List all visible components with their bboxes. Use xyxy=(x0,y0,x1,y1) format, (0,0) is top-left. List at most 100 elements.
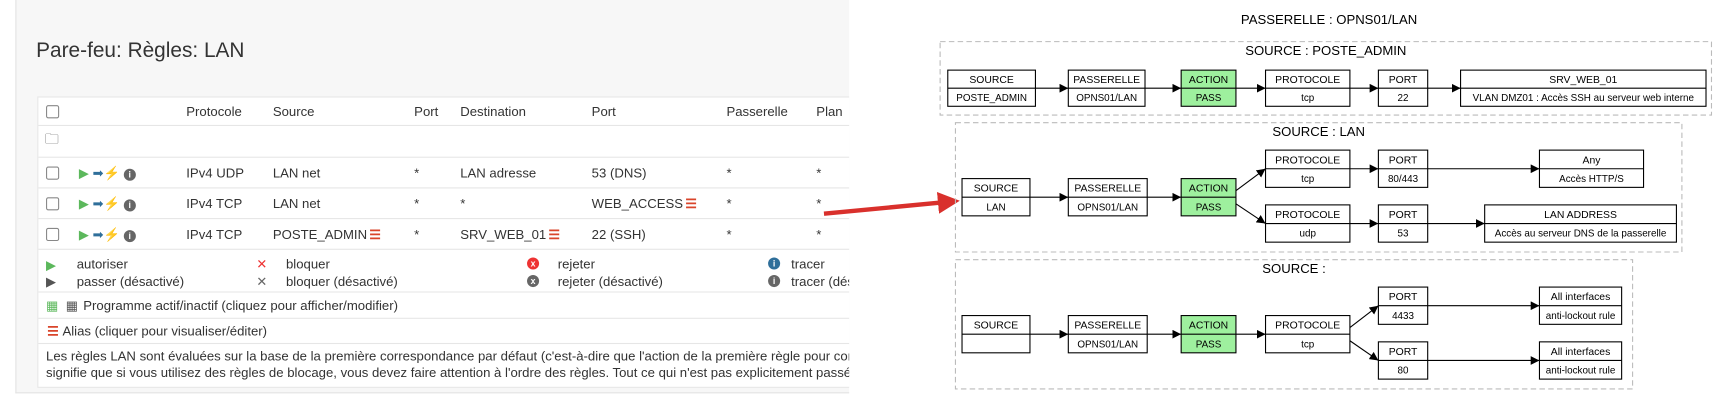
node-header: PROTOCOLE xyxy=(1275,321,1340,332)
header-protocol[interactable]: Protocole xyxy=(186,103,242,119)
calendar-active-icon: ▦ xyxy=(46,297,59,313)
alias-icon[interactable]: ☰ xyxy=(369,226,382,242)
legend-reject-disabled: rejeter (désactivé) xyxy=(557,273,663,290)
log-icon[interactable]: i xyxy=(123,229,136,242)
node-header: ACTION xyxy=(1189,321,1228,332)
node-header: PORT xyxy=(1389,292,1418,303)
header-dest-port[interactable]: Port xyxy=(591,103,616,119)
cell-schedule: * xyxy=(816,226,822,242)
header-destination[interactable]: Destination xyxy=(460,103,526,119)
legend-schedule: Programme actif/inactif (cliquez pour af… xyxy=(83,297,398,313)
cell-gateway: * xyxy=(726,164,732,181)
alias-icon[interactable]: ☰ xyxy=(548,226,561,242)
node-value: OPNS01/LAN xyxy=(1077,339,1138,350)
node-value: PASS xyxy=(1196,339,1222,350)
legend-log: tracer xyxy=(791,256,825,272)
node-value: OPNS01/LAN xyxy=(1077,202,1138,213)
node-header: PROTOCOLE xyxy=(1275,75,1340,86)
row-checkbox[interactable] xyxy=(46,165,60,180)
cell-destination: * xyxy=(460,195,466,211)
cell-dest-port: 22 (SSH) xyxy=(591,226,646,242)
red-arrow-icon xyxy=(823,191,960,216)
row-checkbox[interactable] xyxy=(46,227,60,241)
group-box xyxy=(939,41,1713,116)
cell-protocol: IPv4 UDP xyxy=(186,164,244,181)
flow-edge xyxy=(1349,305,1379,329)
header-gateway[interactable]: Passerelle xyxy=(726,103,788,119)
legend-block-disabled: bloquer (désactivé) xyxy=(285,273,398,290)
legend-pass-disabled: passer (désactivé) xyxy=(76,273,185,290)
cell-source: POSTE_ADMIN☰ xyxy=(272,226,382,242)
header-schedule[interactable]: Plan xyxy=(816,103,843,119)
node-header: ACTION xyxy=(1189,75,1228,86)
node-header: SOURCE xyxy=(974,184,1019,195)
group-box xyxy=(954,122,1683,253)
node-header: PORT xyxy=(1389,155,1418,166)
group-label: SOURCE : LAN xyxy=(1272,124,1365,139)
node-header: SOURCE xyxy=(974,321,1019,332)
alias-legend-row: ☰ Alias (cliquer pour visualiser/éditer) xyxy=(38,319,850,345)
cell-schedule: * xyxy=(816,195,822,211)
calendar-inactive-icon: ▦ xyxy=(65,297,79,313)
node-header: PROTOCOLE xyxy=(1275,210,1340,221)
folder-icon[interactable]: 🗀 xyxy=(44,130,60,147)
direction-in-icon: ➡ xyxy=(92,164,104,181)
pass-icon: ▶ xyxy=(46,257,57,273)
pass-icon[interactable]: ▶ xyxy=(78,226,90,242)
alias-icon[interactable]: ☰ xyxy=(685,195,698,211)
header-source[interactable]: Source xyxy=(272,103,315,119)
pass-icon[interactable]: ▶ xyxy=(78,164,90,181)
block-disabled-icon: ✕ xyxy=(256,273,268,290)
cell-schedule: * xyxy=(816,164,822,181)
log-icon[interactable]: i xyxy=(123,198,136,211)
select-all-checkbox[interactable] xyxy=(46,104,60,118)
legend-log-disabled: tracer (désactivé) xyxy=(791,273,849,290)
cell-source-port: * xyxy=(414,164,420,181)
node-value: anti-lockout rule xyxy=(1546,311,1616,322)
quick-icon: ⚡ xyxy=(103,226,121,242)
header-source-port[interactable]: Port xyxy=(414,103,439,119)
cell-destination: SRV_WEB_01☰ xyxy=(460,226,561,242)
pass-disabled-icon: ▶ xyxy=(46,273,57,290)
node-value: udp xyxy=(1299,229,1316,240)
legend-block: bloquer xyxy=(285,256,330,272)
cell-gateway: * xyxy=(726,195,732,211)
table-header: Protocole Source Port Destination Port P… xyxy=(38,98,850,127)
reject-icon: x xyxy=(527,257,540,270)
flow-edge xyxy=(1235,168,1266,192)
row-checkbox[interactable] xyxy=(46,196,60,210)
firewall-rules-panel: Pare-feu: Règles: LAN Protocole Source P… xyxy=(15,0,850,394)
legend-row: ▶ autoriser ▶ passer (désactivé) ✕ bloqu… xyxy=(38,251,850,293)
node-value: 80/443 xyxy=(1388,174,1419,185)
cell-source: LAN net xyxy=(272,164,321,181)
node-header: PASSERELLE xyxy=(1074,321,1141,332)
node-header: All interfaces xyxy=(1551,347,1610,358)
node-header: PORT xyxy=(1389,210,1418,221)
pass-icon[interactable]: ▶ xyxy=(78,195,90,211)
legend-pass: autoriser xyxy=(76,256,128,272)
node-value: 4433 xyxy=(1392,311,1414,322)
diagram-title: PASSERELLE : OPNS01/LAN xyxy=(1241,12,1417,27)
node-value: 80 xyxy=(1398,366,1409,377)
quick-icon: ⚡ xyxy=(103,164,121,181)
direction-in-icon: ➡ xyxy=(92,226,104,242)
schedule-legend-row: ▦ ▦ Programme actif/inactif (cliquez pou… xyxy=(38,293,850,319)
cell-dest-port: WEB_ACCESS☰ xyxy=(591,195,698,211)
cell-protocol: IPv4 TCP xyxy=(186,195,243,211)
node-value: 53 xyxy=(1398,229,1409,240)
node-header: All interfaces xyxy=(1551,292,1610,303)
table-row[interactable]: ▶ ➡⚡ i IPv4 TCP POSTE_ADMIN☰ * SRV_WEB_0… xyxy=(38,219,850,250)
log-icon[interactable]: i xyxy=(123,168,136,181)
node-value: tcp xyxy=(1301,174,1315,185)
cell-dest-port: 53 (DNS) xyxy=(591,164,647,181)
group-box xyxy=(954,259,1634,390)
node-header: Any xyxy=(1583,155,1602,166)
group-label: SOURCE : POSTE_ADMIN xyxy=(1245,43,1406,58)
node-header: LAN ADDRESS xyxy=(1544,210,1617,221)
table-row[interactable]: ▶ ➡⚡ i IPv4 TCP LAN net * * WEB_ACCESS☰ … xyxy=(38,188,850,220)
node-header: SRV_WEB_01 xyxy=(1549,75,1617,86)
flow-edge xyxy=(1235,203,1266,224)
table-row[interactable]: ▶ ➡⚡ i IPv4 UDP LAN net * LAN adresse 53… xyxy=(38,158,850,189)
rule-action-icons: ▶ ➡⚡ i xyxy=(79,196,136,211)
